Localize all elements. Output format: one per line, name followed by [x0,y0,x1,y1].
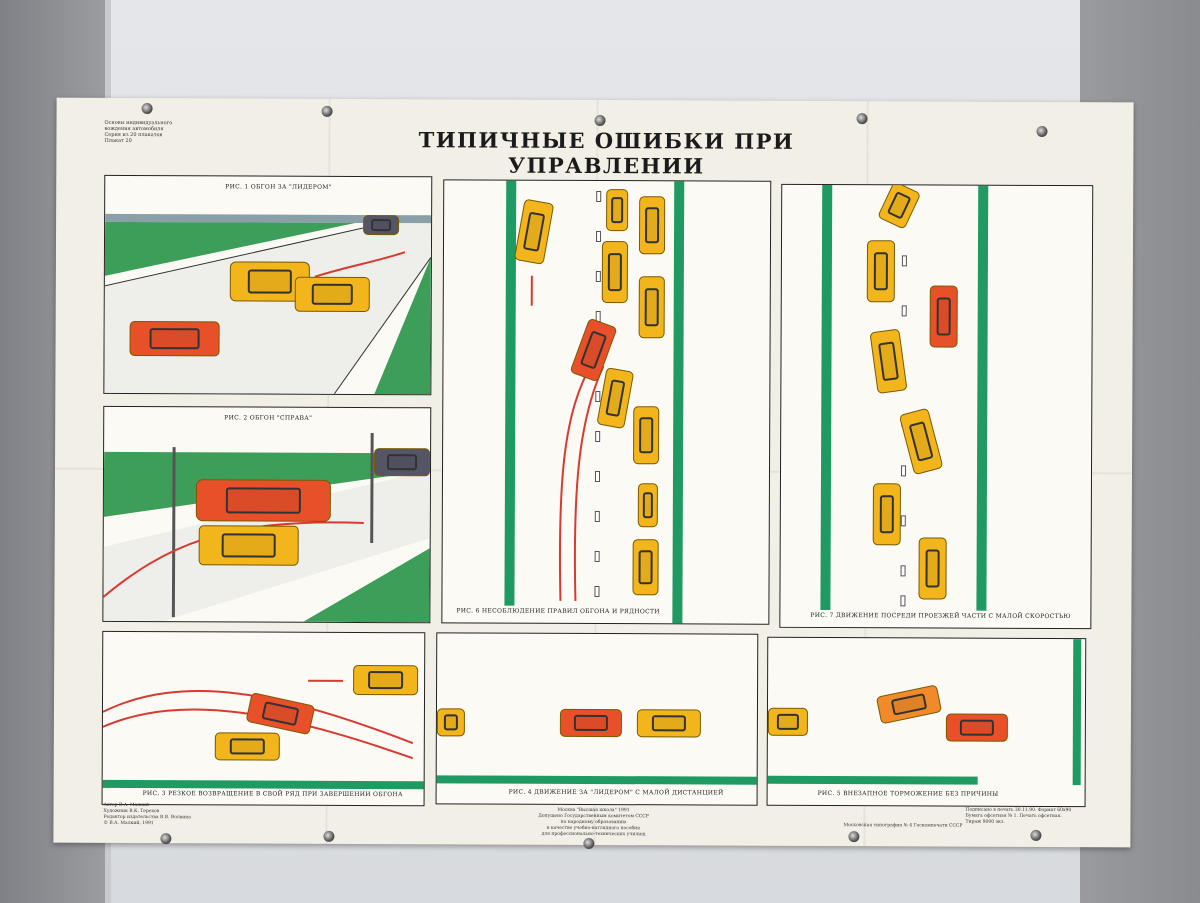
figure-3-panel: РИС. 3 РЕЗКОЕ ВОЗВРАЩЕНИЕ В СВОЙ РЯД ПРИ… [101,630,426,807]
car [638,196,666,255]
lane-marking [594,511,600,523]
car [638,276,665,339]
figure-2-panel: РИС. 2 ОБГОН "СПРАВА" [102,405,432,624]
lane-marking [900,565,906,577]
series-line: Плакат 20 [104,137,132,144]
car [606,189,629,232]
car [877,183,922,230]
car [559,708,622,738]
car [918,537,947,600]
figure-7-panel: РИС. 7 ДВИЖЕНИЕ ПОСРЕДИ ПРОЕЗЖЕЙ ЧАСТИ С… [779,183,1094,630]
credit-line: © В.А. Малкий, 1991 [103,820,154,827]
figure-caption: РИС. 1 ОБГОН ЗА "ЛИДЕРОМ" [225,183,332,191]
lane-marking [595,271,601,283]
skid-marks [530,275,605,601]
car [872,483,901,546]
car [929,285,958,348]
car [633,406,660,465]
lane-marking [900,465,907,477]
lane-edge [436,775,757,785]
figure-caption: РИС. 4 ДВИЖЕНИЕ ЗА "ЛИДЕРОМ" С МАЛОЙ ДИС… [508,788,724,797]
series-info: Основы индивидуального вождения автомоби… [104,120,194,144]
car [866,240,896,303]
car [875,684,943,725]
figure-caption: РИС. 6 НЕСОБЛЮДЕНИЕ ПРАВИЛ ОБГОНА И РЯДН… [456,607,660,616]
lane-edge [976,185,989,611]
magnet-pin [583,837,595,850]
figure-caption: РИС. 5 ВНЕЗАПНОЕ ТОРМОЖЕНИЕ БЕЗ ПРИЧИНЫ [817,789,999,798]
magnet-pin [856,113,868,125]
car [436,708,465,737]
lane-marking [595,431,601,443]
publisher-info: Москва "Высшая школа" 1991 Допущено Госу… [523,808,663,839]
publisher-line: для профессионально-технических училищ [541,831,646,838]
magnet-pin [848,831,860,843]
lane-marking [596,191,602,203]
credits: Автор В.А. Малкий Художник В.К. Терехов … [103,803,191,827]
poster-title: ТИПИЧНЫЕ ОШИБКИ ПРИ УПРАВЛЕНИИ [418,127,795,179]
magnet-pin [160,833,172,845]
lane-marking [900,595,906,607]
figure-1-panel: РИС. 1 ОБГОН ЗА "ЛИДЕРОМ" [103,174,433,396]
magnet-pin [321,105,333,117]
printing-line: Московская типография № 4 Госкомпечати С… [843,823,963,829]
car [636,709,701,738]
magnet-pin [594,115,606,127]
truck [373,448,431,477]
spec-line: Тираж 9000 экз. [965,819,1005,825]
car [214,732,280,761]
car [632,539,659,596]
series-line: Основы индивидуального вождения автомоби… [104,119,173,133]
pickup-truck [294,276,370,313]
lane-edge [767,775,978,785]
lane-marking [594,471,601,483]
poster: Основы индивидуального вождения автомоби… [53,97,1134,850]
magnet-pin [141,103,153,115]
figure-caption: РИС. 2 ОБГОН "СПРАВА" [224,414,313,422]
print-specs: Подписано в печать 30.11.90. Формат 60x9… [965,808,1075,826]
lane-edge [820,184,833,611]
lane-marking [596,231,602,243]
lane-edge [102,779,424,790]
truck [363,214,400,236]
printing-info: Московская типография № 4 Госкомпечати С… [843,823,962,830]
car [869,328,908,395]
figure-caption: РИС. 7 ДВИЖЕНИЕ ПОСРЕДИ ПРОЕЗЖЕЙ ЧАСТИ С… [810,611,1071,621]
lane-marking [901,255,907,267]
lane-marking [900,515,906,527]
magnet-pin [1030,829,1042,841]
car [601,241,629,304]
red-bus [195,479,331,522]
figure-5-panel: РИС. 5 ВНЕЗАПНОЕ ТОРМОЖЕНИЕ БЕЗ ПРИЧИНЫ [766,636,1087,808]
figure-6-panel: РИС. 6 НЕСОБЛЮДЕНИЕ ПРАВИЛ ОБГОНА И РЯДН… [441,179,772,625]
trajectory-lines [102,679,414,760]
lane-marking [594,586,600,598]
figure-4-panel: РИС. 4 ДВИЖЕНИЕ ЗА "ЛИДЕРОМ" С МАЛОЙ ДИС… [435,632,759,806]
car [353,664,419,696]
magnet-pin [323,830,335,842]
car [637,483,658,528]
car [945,713,1008,742]
yellow-car [198,525,299,566]
car [767,707,808,736]
red-car [129,320,220,357]
figure-caption: РИС. 3 РЕЗКОЕ ВОЗВРАЩЕНИЕ В СВОЙ РЯД ПРИ… [142,790,403,799]
lane-marking [901,305,907,317]
magnet-pin [1036,125,1048,137]
lane-edge [1072,639,1082,786]
lane-marking [594,551,600,563]
